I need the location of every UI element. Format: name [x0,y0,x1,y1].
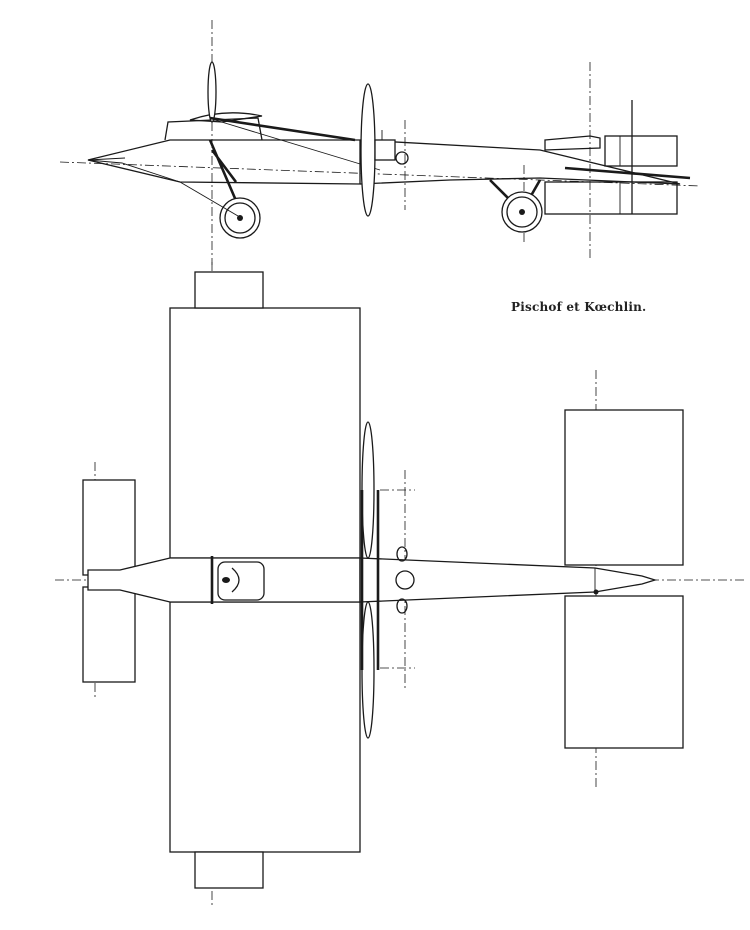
side-view-forward-fuselage [87,139,361,185]
plan-view-control-column [222,577,230,583]
side-view-front-gear-rear-strut [179,181,239,217]
plan-view-wing-lower [169,601,361,853]
side-view-rear-fin-lower [544,181,678,215]
plan-view-wing-upper [169,307,361,559]
plan-view-tailplane-lower [564,595,684,749]
plan-view-engine-cylinder-upper [396,546,408,562]
side-view-engine-block [374,139,396,161]
plan-view-engine-hub [395,570,415,590]
side-view-rear-wheel-hub [519,209,525,215]
plan-view-tailplane-upper [564,409,684,566]
plan-view-propeller-lower-blade [361,601,375,739]
plan-view-canard-lower [82,586,136,683]
side-view-engine-cylinder [395,151,409,165]
side-view-rear-wheel-inner [506,196,538,228]
side-view-king-post [207,61,217,123]
side-view-nose-skid [87,157,126,161]
side-view [59,20,701,265]
plan-view-wing-lower-tip-extension [194,851,264,889]
side-view-nose-lower [87,159,181,183]
side-view-lower-bracing-wire [214,119,381,171]
side-view-rear-fin-upper [604,135,678,167]
side-view-wing-section [189,112,263,123]
side-view-propeller [360,83,376,217]
plan-view-tail-pivot [593,589,599,595]
side-view-upper-bracing-wire [209,116,356,142]
plan-view-propeller-upper-blade [361,421,375,559]
drawing-caption: Pischof et Kœchlin. [511,300,647,314]
plan-view-cockpit-opening [217,561,265,601]
plan-view [55,262,745,905]
plan-view-wing-upper-tip-extension [194,271,264,309]
plan-view-seat-outline [231,567,240,593]
plan-view-engine-cylinder-lower [396,598,408,614]
side-view-front-wheel-inner [224,202,256,234]
side-view-elevator [564,166,691,180]
plan-view-canard-upper [82,479,136,576]
side-view-tail-boom [359,139,681,185]
side-view-upper-tailplane [544,135,601,151]
side-view-front-wheel-hub [237,215,243,221]
